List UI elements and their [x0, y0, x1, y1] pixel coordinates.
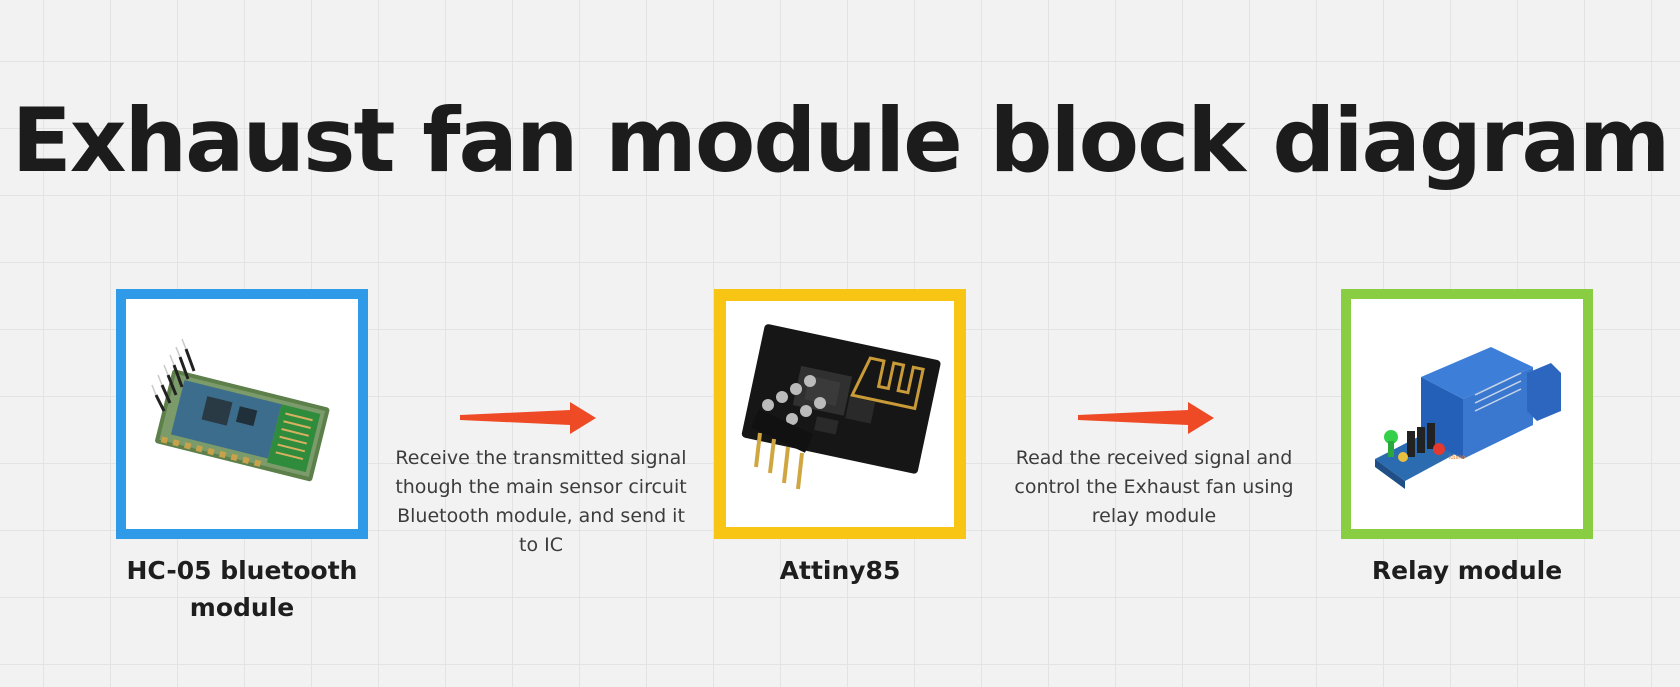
block-label-attiny85: Attiny85	[779, 556, 901, 585]
block-relay-frame[interactable]: iduino	[1341, 289, 1593, 539]
diagram-title: Exhaust fan module block diagram	[11, 89, 1671, 192]
relay-module-image: iduino	[1375, 347, 1561, 489]
connection-description-2: Read the received signal and control the…	[1014, 447, 1294, 527]
block-label-hc05: HC-05 bluetooth module	[126, 556, 358, 622]
block-attiny85-frame[interactable]	[714, 289, 966, 539]
arrow-right-icon	[460, 402, 596, 434]
bluetooth-module-image	[151, 338, 330, 482]
svg-text:iduino: iduino	[1449, 455, 1466, 461]
block-label-relay: Relay module	[1371, 556, 1563, 585]
connection-description-1: Receive the transmitted signal though th…	[395, 447, 687, 556]
arrow-right-icon	[1078, 402, 1214, 434]
block-hc05-frame[interactable]	[116, 289, 368, 539]
wifi-chip-board-image	[741, 324, 941, 490]
